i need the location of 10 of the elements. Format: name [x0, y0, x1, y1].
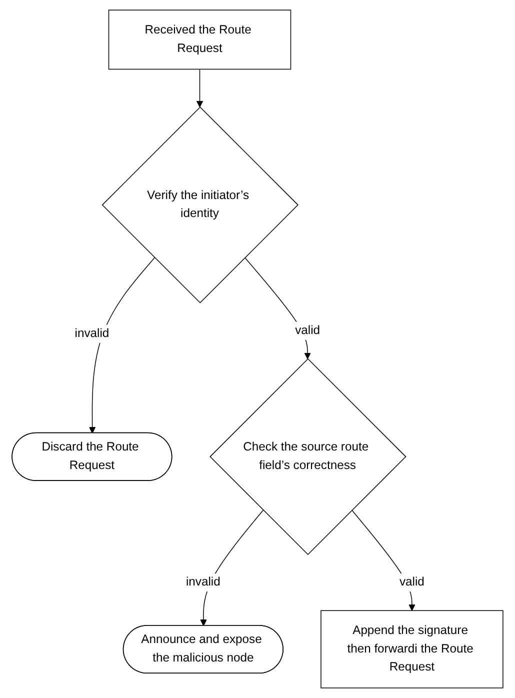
node-box: Received the Route Request: [108, 10, 292, 70]
arrow: [88, 257, 155, 434]
edge-label: valid: [295, 324, 320, 337]
node-box: Append the signature then forwardi the Route Request: [320, 610, 504, 688]
edge-label: invalid: [74, 326, 110, 340]
node-diamond: Verify the initiator’s identity: [102, 106, 298, 304]
edge-label: invalid: [186, 576, 220, 589]
arrow: [196, 68, 204, 108]
edge-label: valid: [399, 576, 424, 589]
node-diamond: Check the source route field’s correctness: [210, 358, 406, 556]
